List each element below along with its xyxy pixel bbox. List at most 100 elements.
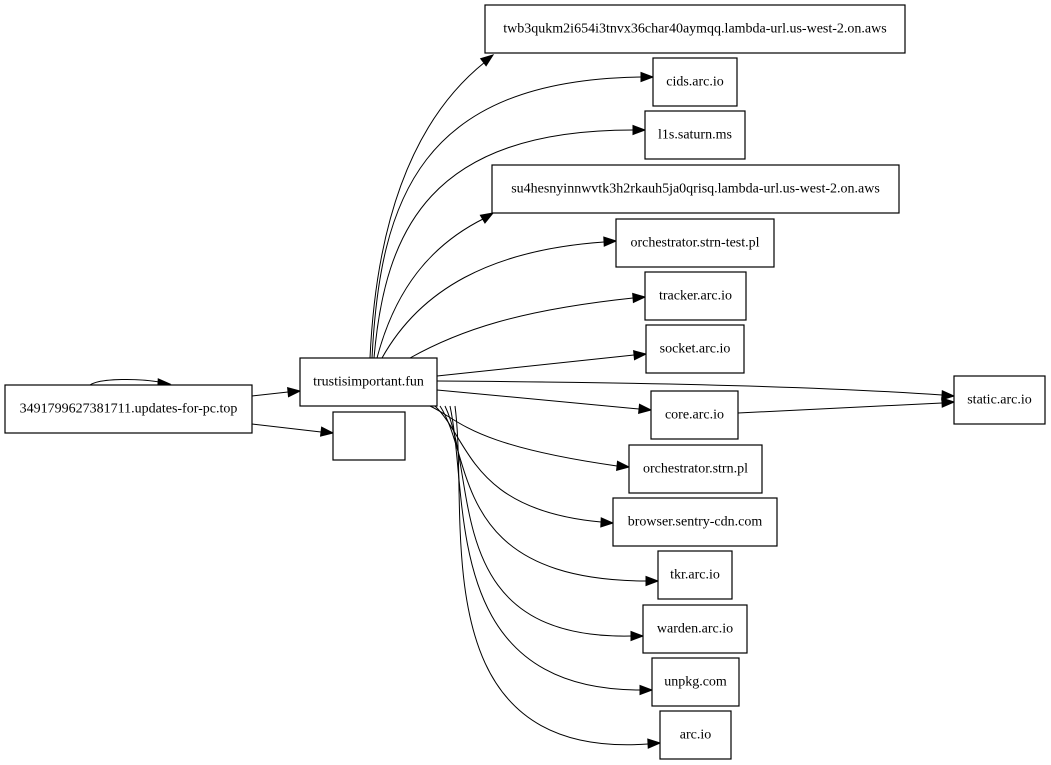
edge-arrowhead <box>630 630 645 642</box>
node-n11: tkr.arc.io <box>657 550 733 600</box>
edge-arrowhead <box>941 390 956 401</box>
node-box <box>650 390 739 440</box>
node-label: orchestrator.strn-test.pl <box>630 236 759 251</box>
node-label: core.arc.io <box>665 408 724 423</box>
edge-arrowhead <box>319 426 335 437</box>
edge-line <box>376 217 486 359</box>
node-label: cids.arc.io <box>666 75 724 90</box>
node-box <box>491 164 900 214</box>
node-label: twb3qukm2i654i3tnvx36char40aymqq.lambda-… <box>503 22 886 37</box>
edge-arrowhead <box>600 517 615 528</box>
node-static: static.arc.io <box>953 375 1046 425</box>
node-root: 3491799627381711.updates-for-pc.top <box>4 384 253 434</box>
edge-line <box>449 405 641 691</box>
edge-line <box>381 241 605 359</box>
edge-arrowhead <box>479 54 495 67</box>
node-box <box>652 57 738 107</box>
node-label: socket.arc.io <box>660 342 731 357</box>
node-box <box>4 384 253 434</box>
node-box <box>953 375 1046 425</box>
edge-hub-to-n3 <box>373 124 647 359</box>
node-n8: core.arc.io <box>650 390 739 440</box>
node-box <box>484 4 906 54</box>
edge-line <box>439 405 647 582</box>
edge-hub-to-n6 <box>409 292 647 359</box>
edge-hub-to-n11 <box>439 405 660 587</box>
node-n5: orchestrator.strn-test.pl <box>615 218 775 268</box>
node-n10: browser.sentry-cdn.com <box>612 497 778 547</box>
edge-arrowhead <box>603 236 618 247</box>
edge-hub-to-n5 <box>381 236 618 359</box>
edge-line <box>251 423 322 433</box>
node-label: static.arc.io <box>967 393 1032 408</box>
edge-line <box>444 405 632 637</box>
edge-line <box>737 402 943 414</box>
edge-line <box>373 129 634 359</box>
edge-hub-to-n12 <box>444 405 645 642</box>
node-box <box>612 497 778 547</box>
edge-arrowhead <box>941 397 956 408</box>
node-n13: unpkg.com <box>651 657 740 707</box>
edge-arrowhead <box>479 212 495 224</box>
edge-line <box>436 380 943 396</box>
node-box <box>645 324 745 374</box>
edge-line <box>409 297 634 359</box>
edge-line <box>436 389 640 410</box>
node-box <box>615 218 775 268</box>
edge-hub-to-n1 <box>369 54 495 359</box>
edge-n8-to-static <box>737 397 956 414</box>
node-n4: su4hesnyinnwvtk3h2rkauh5ja0qrisq.lambda-… <box>491 164 900 214</box>
node-n6: tracker.arc.io <box>644 271 747 321</box>
edge-arrowhead <box>287 387 302 398</box>
node-label: su4hesnyinnwvtk3h2rkauh5ja0qrisq.lambda-… <box>511 182 880 197</box>
node-label: tracker.arc.io <box>659 289 732 304</box>
edge-line <box>436 354 635 377</box>
edge-line <box>89 378 166 386</box>
edge-hub-to-n14 <box>454 405 662 749</box>
node-box <box>657 550 733 600</box>
node-n7: socket.arc.io <box>645 324 745 374</box>
node-label: orchestrator.strn.pl <box>643 462 748 477</box>
node-n12: warden.arc.io <box>642 604 748 654</box>
graph-nodes: 3491799627381711.updates-for-pc.top trust… <box>4 4 1046 760</box>
node-label: warden.arc.io <box>657 622 733 637</box>
node-blank <box>332 411 406 461</box>
edge-arrowhead <box>645 575 660 587</box>
node-box <box>659 710 732 760</box>
edge-line <box>371 76 642 359</box>
node-n2: cids.arc.io <box>652 57 738 107</box>
node-label: l1s.saturn.ms <box>658 128 732 143</box>
node-box <box>644 271 747 321</box>
edge-hub-to-n8 <box>436 389 653 414</box>
node-box <box>642 604 748 654</box>
edge-line <box>434 405 602 523</box>
node-box <box>644 110 746 160</box>
edge-line <box>369 61 486 359</box>
edge-arrowhead <box>616 460 631 471</box>
node-box <box>651 657 740 707</box>
node-label: tkr.arc.io <box>670 568 720 583</box>
edge-root-to-blank <box>251 423 335 437</box>
edge-hub-to-n13 <box>449 405 654 696</box>
edge-line <box>454 405 649 746</box>
edge-arrowhead <box>639 684 654 696</box>
node-label: trustisimportant.fun <box>313 375 424 390</box>
node-box <box>299 357 438 407</box>
edge-line <box>251 391 289 397</box>
edge-hub-to-n4 <box>376 212 495 359</box>
edge-hub-to-n7 <box>436 350 648 377</box>
edge-arrowhead <box>638 403 653 414</box>
edge-arrowhead <box>632 292 647 304</box>
graph-edges <box>89 54 956 749</box>
node-n14: arc.io <box>659 710 732 760</box>
edge-arrowhead <box>633 350 648 361</box>
node-label: unpkg.com <box>664 675 727 690</box>
edge-root-to-hub <box>251 387 302 398</box>
edge-arrowhead <box>632 124 647 136</box>
node-label: 3491799627381711.updates-for-pc.top <box>20 402 238 417</box>
node-box <box>628 444 763 494</box>
node-n3: l1s.saturn.ms <box>644 110 746 160</box>
edge-arrowhead <box>647 738 662 749</box>
node-box <box>332 411 406 461</box>
